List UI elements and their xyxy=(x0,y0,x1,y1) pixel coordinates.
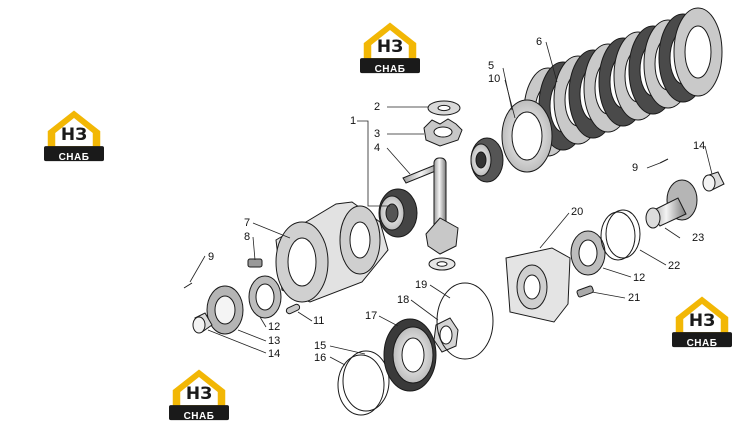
clutch-disc-bore xyxy=(684,25,712,79)
callout-3: 3 xyxy=(374,128,380,140)
screw-9-right xyxy=(659,158,669,164)
callout-19: 19 xyxy=(415,279,427,291)
callout-6: 6 xyxy=(536,36,542,48)
callout-12-right: 12 xyxy=(633,272,645,284)
gear-13 xyxy=(206,285,244,335)
brand-logo: НЗ СНАБ xyxy=(672,296,732,349)
pressure-ring xyxy=(501,99,553,173)
callout-14-right: 14 xyxy=(693,140,705,152)
seal-12-left xyxy=(248,275,282,319)
callout-18: 18 xyxy=(397,294,409,306)
output-shaft-23 xyxy=(645,179,698,229)
callout-20: 20 xyxy=(571,206,583,218)
callout-22: 22 xyxy=(668,260,680,272)
bushing-14-right xyxy=(702,171,725,192)
bolt-21 xyxy=(576,285,594,298)
pinion-gear-bottom xyxy=(425,217,459,271)
callout-16: 16 xyxy=(314,352,326,364)
logo-main-text: НЗ xyxy=(186,384,212,404)
logo-sub-text: СНАБ xyxy=(184,411,215,422)
logo-sub-text: СНАБ xyxy=(687,338,718,349)
brand-logo: НЗ СНАБ xyxy=(44,110,104,163)
callout-9-left: 9 xyxy=(208,251,214,263)
callout-1: 1 xyxy=(350,115,356,127)
callout-15: 15 xyxy=(314,340,326,352)
callout-9-right: 9 xyxy=(632,162,638,174)
nut-18 xyxy=(433,317,459,353)
o-rings-15-16 xyxy=(337,350,390,416)
pinion-gear-top xyxy=(423,118,463,147)
callout-2: 2 xyxy=(374,101,380,113)
cross-shaft xyxy=(402,157,447,231)
callout-23: 23 xyxy=(692,232,704,244)
callout-8: 8 xyxy=(244,231,250,243)
brand-logo: НЗ СНАБ xyxy=(169,369,229,422)
logo-sub-text: СНАБ xyxy=(59,152,90,163)
callout-10: 10 xyxy=(488,73,500,85)
callout-12-left: 12 xyxy=(268,321,280,333)
callout-13: 13 xyxy=(268,335,280,347)
callout-17: 17 xyxy=(365,310,377,322)
logo-main-text: НЗ xyxy=(377,37,403,57)
bolt-8 xyxy=(247,258,263,268)
snap-ring-19 xyxy=(436,282,494,360)
leader-lines xyxy=(189,41,713,366)
screw-9-left xyxy=(183,282,193,289)
callout-labels: 1 2 3 4 5 6 7 8 9 10 11 12 13 14 15 16 1… xyxy=(208,36,705,364)
bushing-14-left xyxy=(192,312,213,334)
logo-main-text: НЗ xyxy=(689,311,715,331)
cover-plate-20 xyxy=(505,247,571,323)
pin-11 xyxy=(285,303,301,315)
callout-11: 11 xyxy=(313,315,324,327)
callout-4: 4 xyxy=(374,142,380,154)
logo-sub-text: СНАБ xyxy=(375,64,406,75)
differential-bearing xyxy=(378,188,418,238)
callout-7: 7 xyxy=(244,217,250,229)
thrust-washer xyxy=(427,100,461,116)
differential-housing xyxy=(275,201,389,303)
seal-12-right xyxy=(570,230,606,276)
o-ring-22 xyxy=(600,209,641,261)
logo-main-text: НЗ xyxy=(61,125,87,145)
side-gear-bearing xyxy=(470,137,504,183)
piston-17 xyxy=(383,318,437,392)
brand-logo: НЗ СНАБ xyxy=(360,22,420,75)
clutch-disc-pack xyxy=(523,7,723,157)
callout-14-left: 14 xyxy=(268,348,280,360)
callout-5: 5 xyxy=(488,60,494,72)
callout-21: 21 xyxy=(628,292,640,304)
